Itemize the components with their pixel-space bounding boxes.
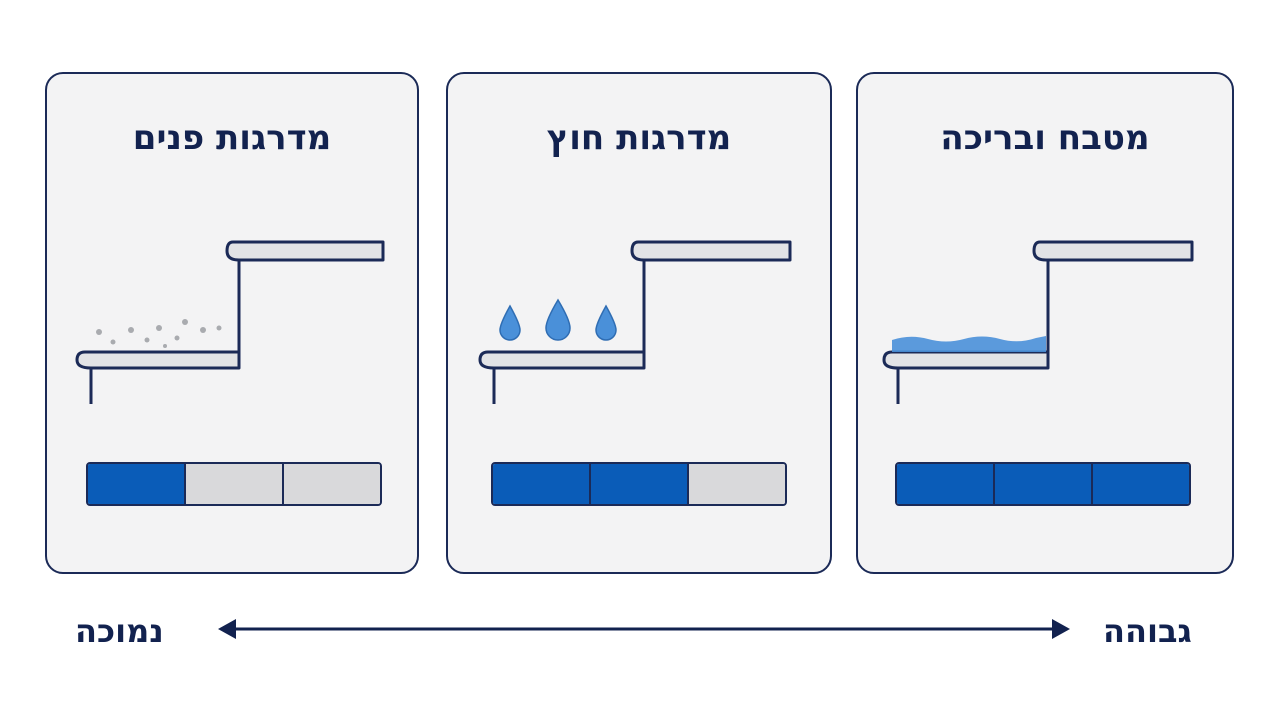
meter-segment [284, 464, 380, 504]
water-puddle-icon [892, 336, 1046, 352]
friction-meter [895, 462, 1191, 506]
friction-meter [491, 462, 787, 506]
card-title: מדרגות פנים [132, 118, 332, 158]
stair-icon [75, 240, 385, 404]
meter-segment [186, 464, 284, 504]
meter-segment [493, 464, 591, 504]
card-title: מטבח ובריכה [940, 118, 1150, 158]
meter-segment [897, 464, 995, 504]
stair-icon [882, 240, 1194, 404]
friction-meter [86, 462, 382, 506]
card-indoor-stairs: מדרגות פנים [45, 72, 419, 574]
meter-segment [88, 464, 186, 504]
card-title: מדרגות חוץ [546, 118, 732, 158]
scale-high-label: גבוהה [1103, 612, 1192, 650]
water-drops-icon [499, 298, 617, 341]
stair-icon [478, 240, 792, 404]
card-kitchen-pool: מטבח ובריכה [856, 72, 1234, 574]
scale-low-label: נמוכה [75, 612, 164, 650]
meter-segment [995, 464, 1093, 504]
meter-segment [1093, 464, 1189, 504]
meter-segment [591, 464, 689, 504]
meter-segment [689, 464, 785, 504]
card-outdoor-stairs: מדרגות חוץ [446, 72, 832, 574]
dust-icon [96, 319, 222, 348]
